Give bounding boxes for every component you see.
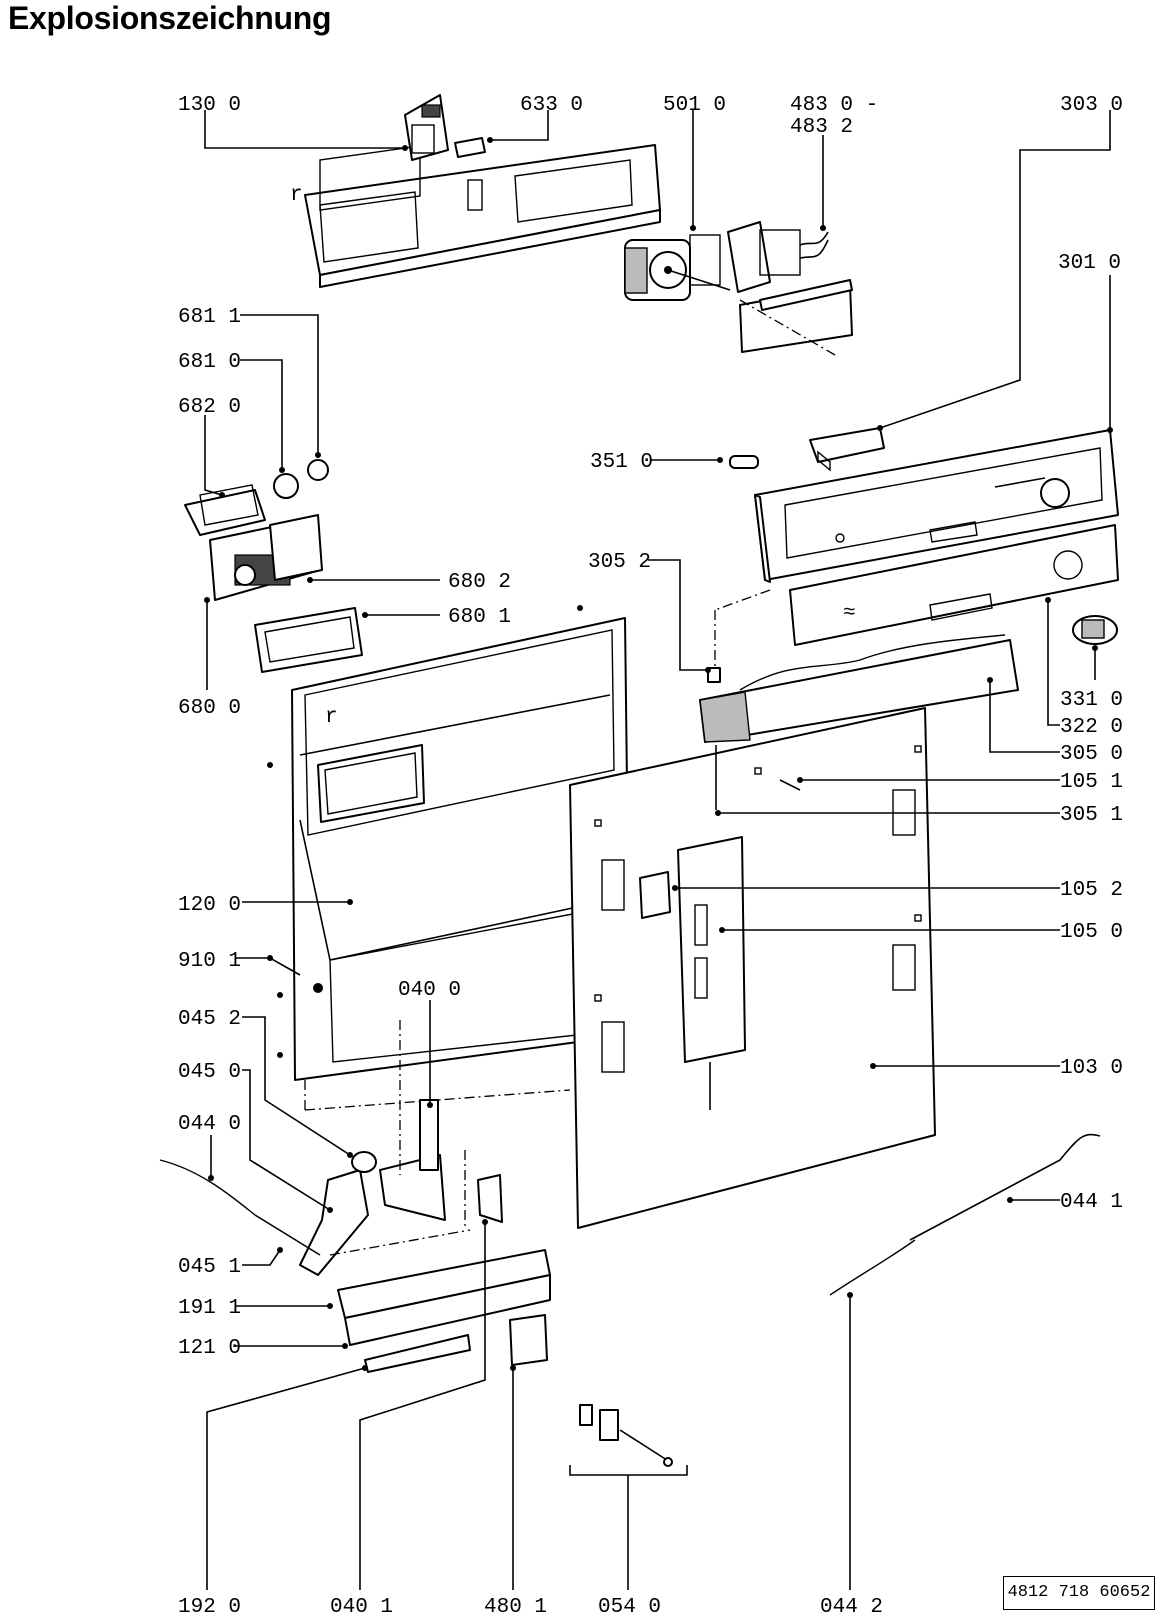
- microswitch-633: [454, 137, 486, 158]
- callout-105-1: 105 1: [1060, 771, 1123, 794]
- switch-130: [404, 94, 449, 161]
- lamp-351: [729, 455, 759, 469]
- callout-910-1: 910 1: [178, 950, 241, 973]
- callout-331-0: 331 0: [1060, 689, 1123, 712]
- timer-bracket: [739, 279, 853, 356]
- callout-305-2: 305 2: [588, 551, 651, 574]
- callout-483-0: 483 0 -: [790, 94, 878, 117]
- connector-483: [727, 221, 829, 293]
- callout-351-0: 351 0: [590, 451, 653, 474]
- rail-121: [364, 1334, 471, 1373]
- inner-frame-120: r: [267, 605, 631, 1111]
- callout-681-1: 681 1: [178, 306, 241, 329]
- callout-120-0: 120 0: [178, 894, 241, 917]
- plate-480: [509, 1314, 548, 1366]
- callout-322-0: 322 0: [1060, 716, 1123, 739]
- panel-insert-322: ≈: [789, 524, 1119, 646]
- callout-301-0: 301 0: [1058, 252, 1121, 275]
- callout-480-1: 480 1: [484, 1596, 547, 1619]
- parts-054: [579, 1404, 673, 1467]
- callout-681-0: 681 0: [178, 351, 241, 374]
- callout-680-1: 680 1: [448, 606, 511, 629]
- callout-044-2: 044 2: [820, 1596, 883, 1619]
- callout-130-0: 130 0: [178, 94, 241, 117]
- mark-r-frame: r: [325, 706, 338, 729]
- callout-045-1: 045 1: [178, 1256, 241, 1279]
- document-number: 4812 718 60652: [1007, 1583, 1151, 1602]
- callout-045-0: 045 0: [178, 1061, 241, 1084]
- timer-motor-501: [624, 234, 731, 301]
- callout-054-0: 054 0: [598, 1596, 661, 1619]
- callout-044-0: 044 0: [178, 1113, 241, 1136]
- gasket-680-1: [254, 607, 363, 673]
- callout-633-0: 633 0: [520, 94, 583, 117]
- callout-105-0: 105 0: [1060, 921, 1123, 944]
- bracket-040-1: [477, 1174, 503, 1223]
- arm-045: [299, 1151, 377, 1276]
- callout-483-2: 483 2: [790, 116, 853, 139]
- callout-680-0: 680 0: [178, 697, 241, 720]
- page-title: Explosionszeichnung: [8, 0, 332, 36]
- callout-305-1: 305 1: [1060, 804, 1123, 827]
- callout-121-0: 121 0: [178, 1337, 241, 1360]
- spring-044: [159, 1159, 321, 1256]
- spring-044-2: [829, 1239, 916, 1296]
- callout-305-0: 305 0: [1060, 743, 1123, 766]
- callout-501-0: 501 0: [663, 94, 726, 117]
- rail-305: [699, 589, 1019, 743]
- knob-331: [1072, 615, 1118, 645]
- knob-681: [273, 459, 329, 499]
- rod-044-1: [909, 1133, 1101, 1241]
- callout-303-0: 303 0: [1060, 94, 1123, 117]
- document-number-box: 4812 718 60652: [1003, 1576, 1155, 1610]
- callout-labels: 130 0 633 0 501 0 483 0 - 483 2 303 0 30…: [178, 94, 1123, 1619]
- leader-lines: [204, 110, 1113, 1590]
- outer-door-103: [569, 707, 936, 1229]
- hinge-plate-105: [639, 779, 801, 1110]
- module-680: [184, 484, 323, 601]
- callout-191-1: 191 1: [178, 1297, 241, 1320]
- rail-191: [329, 1229, 551, 1346]
- mark-r-top: r: [290, 184, 303, 207]
- callout-192-0: 192 0: [178, 1596, 241, 1619]
- latch-040: [379, 1020, 466, 1230]
- callout-045-2: 045 2: [178, 1008, 241, 1031]
- callout-103-0: 103 0: [1060, 1057, 1123, 1080]
- callout-105-2: 105 2: [1060, 879, 1123, 902]
- callout-682-0: 682 0: [178, 396, 241, 419]
- handle-303: [809, 427, 885, 472]
- top-panel-bracket: r: [290, 144, 661, 288]
- callout-040-0: 040 0: [398, 979, 461, 1002]
- callout-040-1: 040 1: [330, 1596, 393, 1619]
- callout-044-1: 044 1: [1060, 1191, 1123, 1214]
- control-panel-301: [754, 429, 1119, 583]
- mark-approx: ≈: [843, 602, 856, 625]
- callout-680-2: 680 2: [448, 571, 511, 594]
